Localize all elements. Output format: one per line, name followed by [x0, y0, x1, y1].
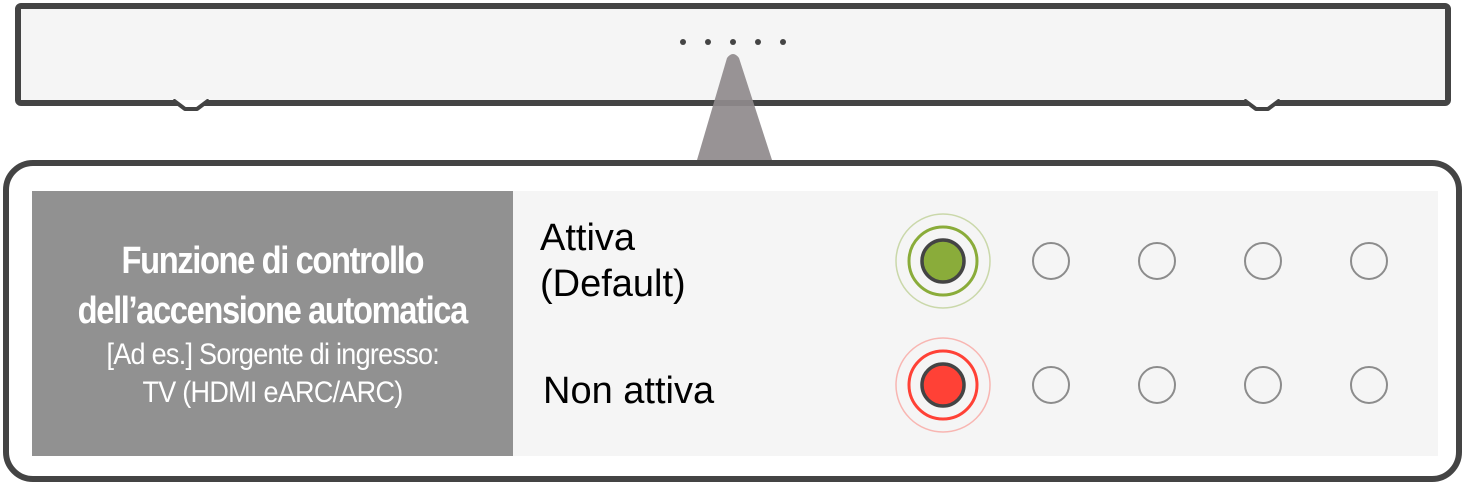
function-label-block: Funzione di controllo dell’accensione au… [32, 191, 513, 456]
led-off-icon [1138, 366, 1176, 404]
led-lit-red-icon [895, 337, 991, 433]
indicator-dot-1 [680, 39, 686, 45]
function-title-line-2: dell’accensione automatica [77, 289, 469, 332]
led-off-icon [1138, 242, 1176, 280]
indicator-dot-3 [730, 39, 736, 45]
led-off-icon [1350, 242, 1388, 280]
led-off-icon [1244, 366, 1282, 404]
light-beam-pointer [697, 54, 772, 160]
led-lit-green-icon [895, 213, 991, 309]
example-line-1: [Ad es.] Sorgente di ingresso: [106, 337, 439, 371]
example-line-2: TV (HDMI eARC/ARC) [142, 375, 403, 409]
soundbar-foot-left [171, 99, 211, 111]
indicator-dot-4 [755, 39, 761, 45]
state-label-inactive: Non attiva [543, 370, 715, 412]
soundbar-foot-right [1242, 99, 1282, 111]
led-off-icon [1032, 242, 1070, 280]
state-label-active: Attiva (Default) [540, 217, 686, 305]
led-off-icon [1350, 366, 1388, 404]
function-title-line-1: Funzione di controllo [121, 239, 425, 282]
indicator-dot-5 [780, 39, 786, 45]
indicator-dot-2 [705, 39, 711, 45]
led-off-icon [1032, 366, 1070, 404]
led-off-icon [1244, 242, 1282, 280]
